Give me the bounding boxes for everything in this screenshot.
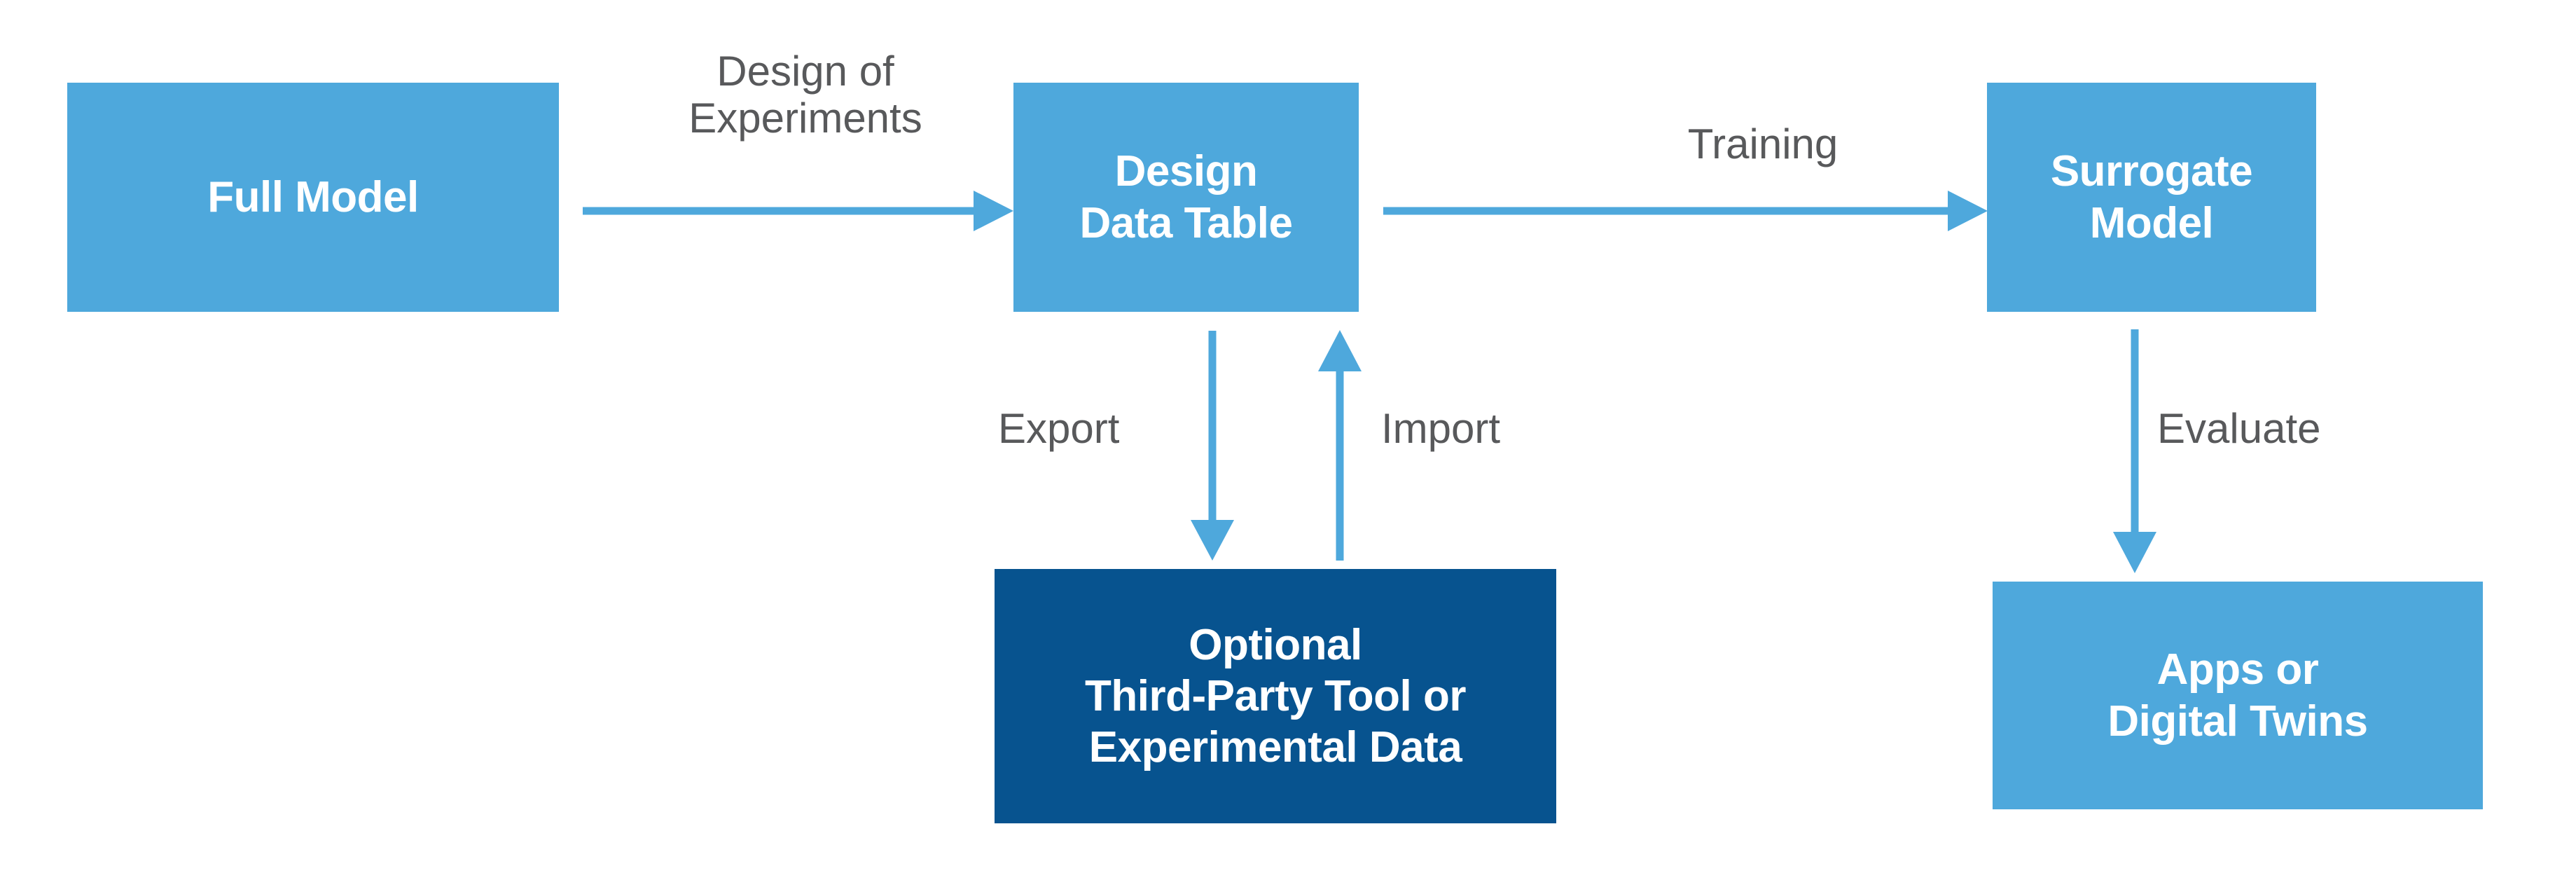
- arrow-training: [1383, 191, 1988, 231]
- node-design-data-table[interactable]: Design Data Table: [1013, 83, 1359, 312]
- node-full-model-label: Full Model: [207, 172, 419, 221]
- edge-label-import: Import: [1381, 405, 1501, 452]
- node-optional-third-party-tool-label: Optional Third-Party Tool or Experimenta…: [1085, 620, 1466, 772]
- node-surrogate-model[interactable]: Surrogate Model: [1987, 83, 2316, 312]
- arrow-evaluate: [2113, 329, 2156, 573]
- node-apps-or-digital-twins[interactable]: Apps or Digital Twins: [1993, 582, 2483, 809]
- edge-label-training: Training: [1687, 121, 1838, 167]
- node-optional-third-party-tool[interactable]: Optional Third-Party Tool or Experimenta…: [995, 569, 1556, 823]
- edge-label-evaluate: Evaluate: [2157, 405, 2321, 452]
- node-design-data-table-label: Design Data Table: [1079, 147, 1293, 247]
- node-full-model[interactable]: Full Model: [67, 83, 559, 312]
- node-surrogate-model-label: Surrogate Model: [2050, 147, 2253, 247]
- node-apps-or-digital-twins-label: Apps or Digital Twins: [2107, 645, 2368, 746]
- edge-label-design-of-experiments: Design of Experiments: [688, 48, 922, 142]
- arrow-export: [1191, 331, 1234, 561]
- arrow-import: [1318, 330, 1362, 561]
- edge-label-export: Export: [998, 405, 1120, 452]
- arrow-design-of-experiments: [583, 191, 1013, 231]
